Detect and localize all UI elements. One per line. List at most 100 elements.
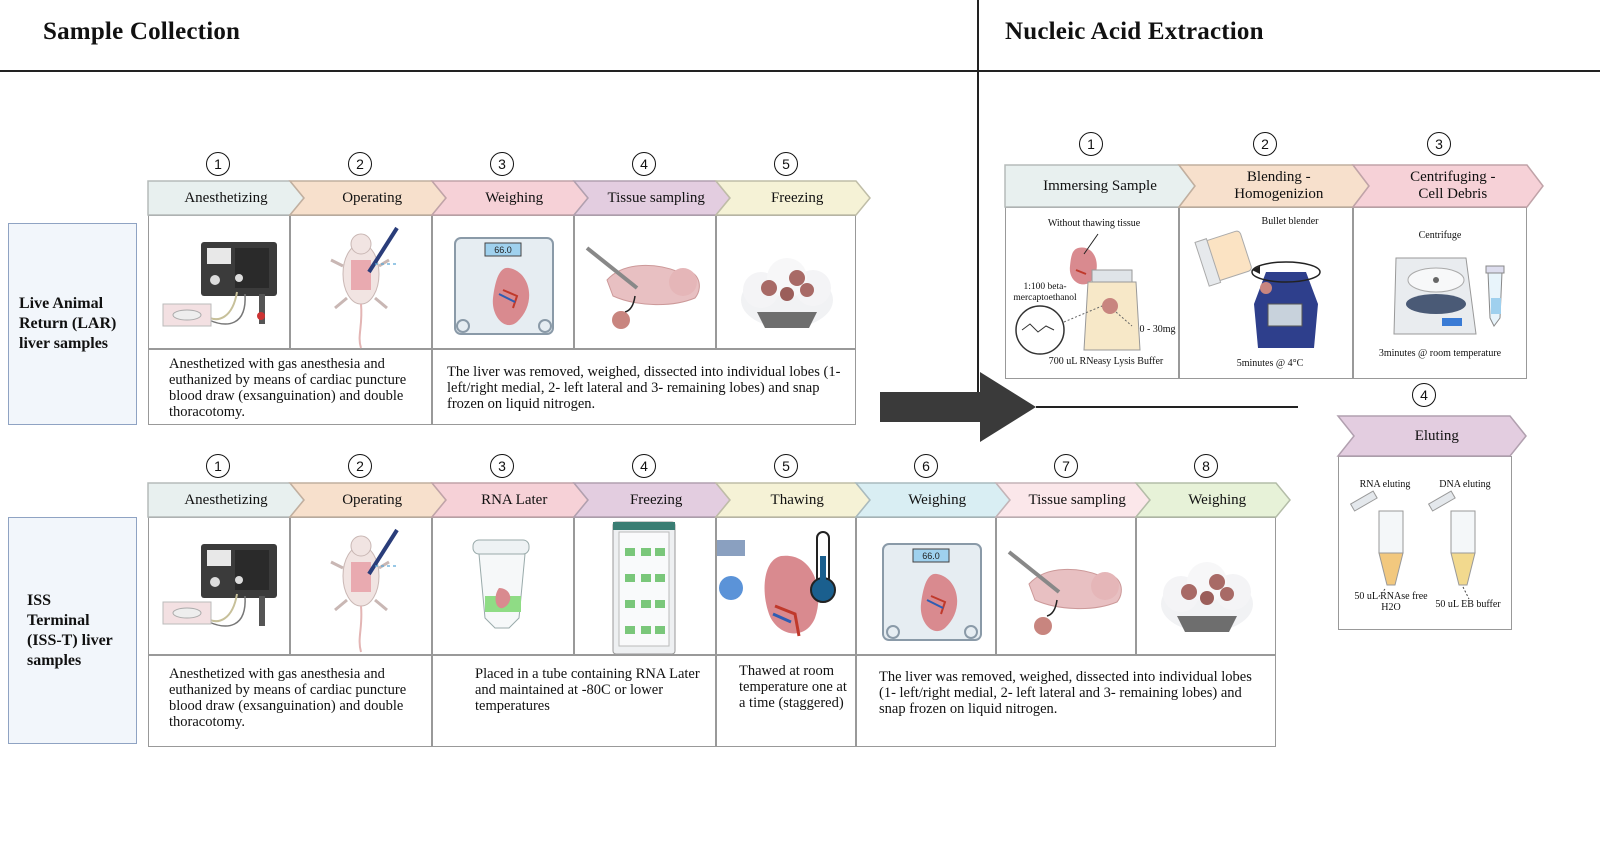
bullet-blender-text: Bullet blender: [1261, 216, 1319, 227]
isst-desc-thawing: Thawed at room temperature one at a time…: [716, 655, 856, 747]
lar-step-label-1: Anesthetizing: [184, 189, 268, 206]
isst-step-4: Freezing: [572, 482, 731, 518]
freezer-icon: [612, 521, 676, 655]
dna-volume-text: 50 uL EB buffer: [1435, 599, 1501, 610]
row-label-isst: ISS Terminal (ISS-T) liver samples: [8, 517, 137, 744]
tube-icon: [472, 539, 530, 629]
liver-lobes-icon: [585, 246, 700, 329]
lar-desc-processing: The liver was removed, weighed, dissecte…: [432, 349, 856, 425]
panel-rna-later-tube: [432, 517, 574, 655]
anesthesia-machine-icon: [162, 242, 277, 327]
centrifuge-time-text: 3minutes @ room temperature: [1378, 348, 1502, 359]
header-divider: [0, 70, 1600, 72]
lar-step-number-1: 1: [206, 152, 230, 176]
isst-step-7: Tissue sampling: [994, 482, 1151, 518]
row-label-lar-text: Live Animal Return (LAR) liver samples: [19, 295, 117, 352]
dna-eluting-text: DNA eluting: [1439, 479, 1491, 490]
isst-step-3: RNA Later: [430, 482, 589, 518]
ext-step-number-1: 1: [1079, 132, 1103, 156]
lar-step-label-3: Weighing: [485, 189, 544, 206]
panel-centrifuging: Centrifuge 3minutes @ room temperature: [1353, 207, 1527, 379]
panel-eluting: RNA eluting DNA eluting 50 uL RNAse free…: [1338, 456, 1512, 630]
ext-step-label-line: Homogenizion: [1234, 186, 1324, 202]
liquid-nitrogen-icon: [1161, 562, 1253, 632]
panel-immersing: Without thawing tissue 1:100 beta-mercap…: [1005, 207, 1179, 379]
lar-step-5: Freezing: [714, 180, 871, 216]
ext-step-label-2: Blending -Homogenizion: [1225, 169, 1324, 203]
panel-scale: 66.0: [432, 215, 574, 349]
ext-step-number-4: 4: [1412, 383, 1436, 407]
scale-icon: 66.0: [882, 543, 982, 641]
beta-text: 1:100 beta-mercaptoethanol: [1013, 282, 1077, 303]
isst-desc-anesthesia: Anesthetized with gas anesthesia and eut…: [148, 655, 432, 747]
lar-step-number-5: 5: [774, 152, 798, 176]
ext-step-label-3: Centrifuging -Cell Debris: [1401, 169, 1496, 203]
scale-readout: 66.0: [494, 245, 512, 255]
panel-freezing: [716, 215, 856, 349]
panel-anesthesia-machine-2: [148, 517, 290, 655]
mass-text: 20 - 30mg: [1134, 324, 1176, 335]
ext-step-2: Blending -Homogenizion: [1177, 164, 1370, 208]
rna-eluting-text: RNA eluting: [1359, 479, 1411, 490]
isst-step-label-1: Anesthetizing: [184, 491, 268, 508]
ext-step-number-3: 3: [1427, 132, 1451, 156]
panel-scale-2: 66.0: [856, 517, 996, 655]
lar-step-2: Operating: [288, 180, 447, 216]
isst-step-2: Operating: [288, 482, 447, 518]
mouse-surgery-icon: [330, 226, 399, 349]
blend-time-text: 5minutes @ 4°C: [1236, 358, 1304, 369]
lar-step-number-4: 4: [632, 152, 656, 176]
isst-desc-rna-later: Placed in a tube containing RNA Later an…: [432, 655, 716, 747]
anesthesia-machine-icon: [162, 544, 277, 627]
panel-thawing: [716, 517, 856, 655]
lar-step-label-4: Tissue sampling: [607, 189, 705, 206]
without-thawing-text: Without thawing tissue: [1047, 218, 1141, 229]
ext-step-label-line: Cell Debris: [1418, 186, 1488, 202]
panel-freezing-2: [1136, 517, 1276, 655]
scale-icon: 66.0: [454, 237, 554, 335]
lar-step-number-2: 2: [348, 152, 372, 176]
isst-step-number-1: 1: [206, 454, 230, 478]
ext-step-label-line: Centrifuging -: [1410, 169, 1496, 185]
isst-step-1: Anesthetizing: [147, 482, 305, 518]
section-title-collection: Sample Collection: [43, 18, 241, 45]
isst-step-label-2: Operating: [342, 491, 403, 508]
blender-icon: [1194, 230, 1321, 348]
lar-step-label-2: Operating: [342, 189, 403, 206]
mouse-surgery-icon: [330, 528, 399, 653]
isst-step-number-4: 4: [632, 454, 656, 478]
centrifuge-icon: [1393, 257, 1505, 335]
row-label-isst-text: ISS Terminal (ISS-T) liver samples: [27, 591, 113, 669]
isst-step-label-3: RNA Later: [481, 491, 548, 508]
thermometer-liver-icon: [717, 531, 836, 637]
isst-step-6: Weighing: [854, 482, 1011, 518]
isst-step-label-8: Weighing: [1188, 491, 1247, 508]
row-label-lar: Live Animal Return (LAR) liver samples: [8, 223, 137, 425]
isst-step-number-5: 5: [774, 454, 798, 478]
panel-blending: Bullet blender 5minutes @ 4°C: [1179, 207, 1353, 379]
centrifuge-text: Centrifuge: [1418, 230, 1462, 241]
liquid-nitrogen-icon: [741, 258, 833, 328]
isst-step-5: Thawing: [714, 482, 871, 518]
section-title-extraction: Nucleic Acid Extraction: [1005, 18, 1264, 45]
isst-step-number-8: 8: [1194, 454, 1218, 478]
ext-step-label-1: Immersing Sample: [1043, 177, 1157, 194]
panel-tissue-sampling: [574, 215, 716, 349]
ext-step-4: Eluting: [1336, 415, 1527, 457]
isst-desc-processing: The liver was removed, weighed, dissecte…: [856, 655, 1276, 747]
liver-lobes-icon: [1007, 550, 1122, 635]
lar-step-label-5: Freezing: [770, 189, 824, 206]
isst-step-label-6: Weighing: [908, 491, 967, 508]
lar-step-1: Anesthetizing: [147, 180, 305, 216]
isst-step-label-5: Thawing: [770, 491, 824, 508]
lar-step-number-3: 3: [490, 152, 514, 176]
rna-volume-text: 50 uL RNAse free H2O: [1354, 591, 1428, 613]
ext-step-label-line: Blending -: [1246, 169, 1311, 185]
ext-step-label-4: Eluting: [1414, 427, 1459, 444]
lysis-buffer-text: 700 uL RNeasy Lysis Buffer: [1048, 356, 1164, 367]
ext-step-1: Immersing Sample: [1004, 164, 1196, 208]
isst-step-number-3: 3: [490, 454, 514, 478]
lar-step-3: Weighing: [430, 180, 589, 216]
panel-operating-mouse: [290, 215, 432, 349]
ext-step-number-2: 2: [1253, 132, 1277, 156]
